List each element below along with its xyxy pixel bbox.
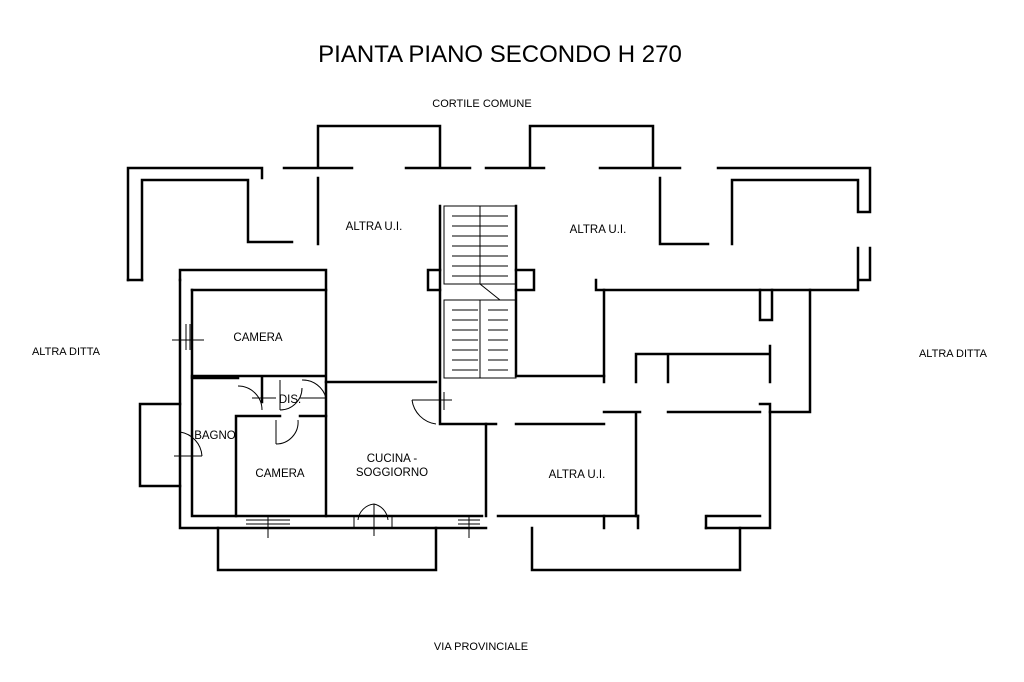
label-altra-ditta-left: ALTRA DITTA xyxy=(32,346,101,358)
label-via-provinciale: VIA PROVINCIALE xyxy=(434,641,528,653)
wall-left-apartment xyxy=(178,278,488,530)
wall-top-left-wing xyxy=(126,166,264,282)
room-altra-ui-bottom: ALTRA U.I. xyxy=(549,469,606,481)
wall-top-center-left xyxy=(282,124,472,246)
wall-bottom-balcony-left xyxy=(216,526,438,572)
label-altra-ditta-right: ALTRA DITTA xyxy=(919,348,988,360)
wall-top-center-right xyxy=(484,124,710,246)
wall-bottom-balcony-right xyxy=(530,526,742,572)
staircase xyxy=(438,204,606,518)
room-altra-ui-left: ALTRA U.I. xyxy=(346,221,403,233)
wall-top-right-wing xyxy=(716,166,872,246)
label-cortile-comune: CORTILE COMUNE xyxy=(432,98,531,110)
room-bagno: BAGNO xyxy=(194,430,236,442)
room-camera-top: CAMERA xyxy=(233,332,283,344)
walls xyxy=(126,124,872,572)
room-altra-ui-right: ALTRA U.I. xyxy=(570,224,627,236)
wall-left-annex xyxy=(138,402,182,488)
room-camera-bottom: CAMERA xyxy=(255,468,305,480)
room-dis: DIS. xyxy=(279,394,301,406)
openings xyxy=(172,324,480,538)
plan-title: PIANTA PIANO SECONDO H 270 xyxy=(318,41,682,68)
wall-right-apartment xyxy=(602,288,812,414)
room-cucina-line2: SOGGIORNO xyxy=(356,467,428,479)
room-cucina-line1: CUCINA - xyxy=(367,453,418,465)
